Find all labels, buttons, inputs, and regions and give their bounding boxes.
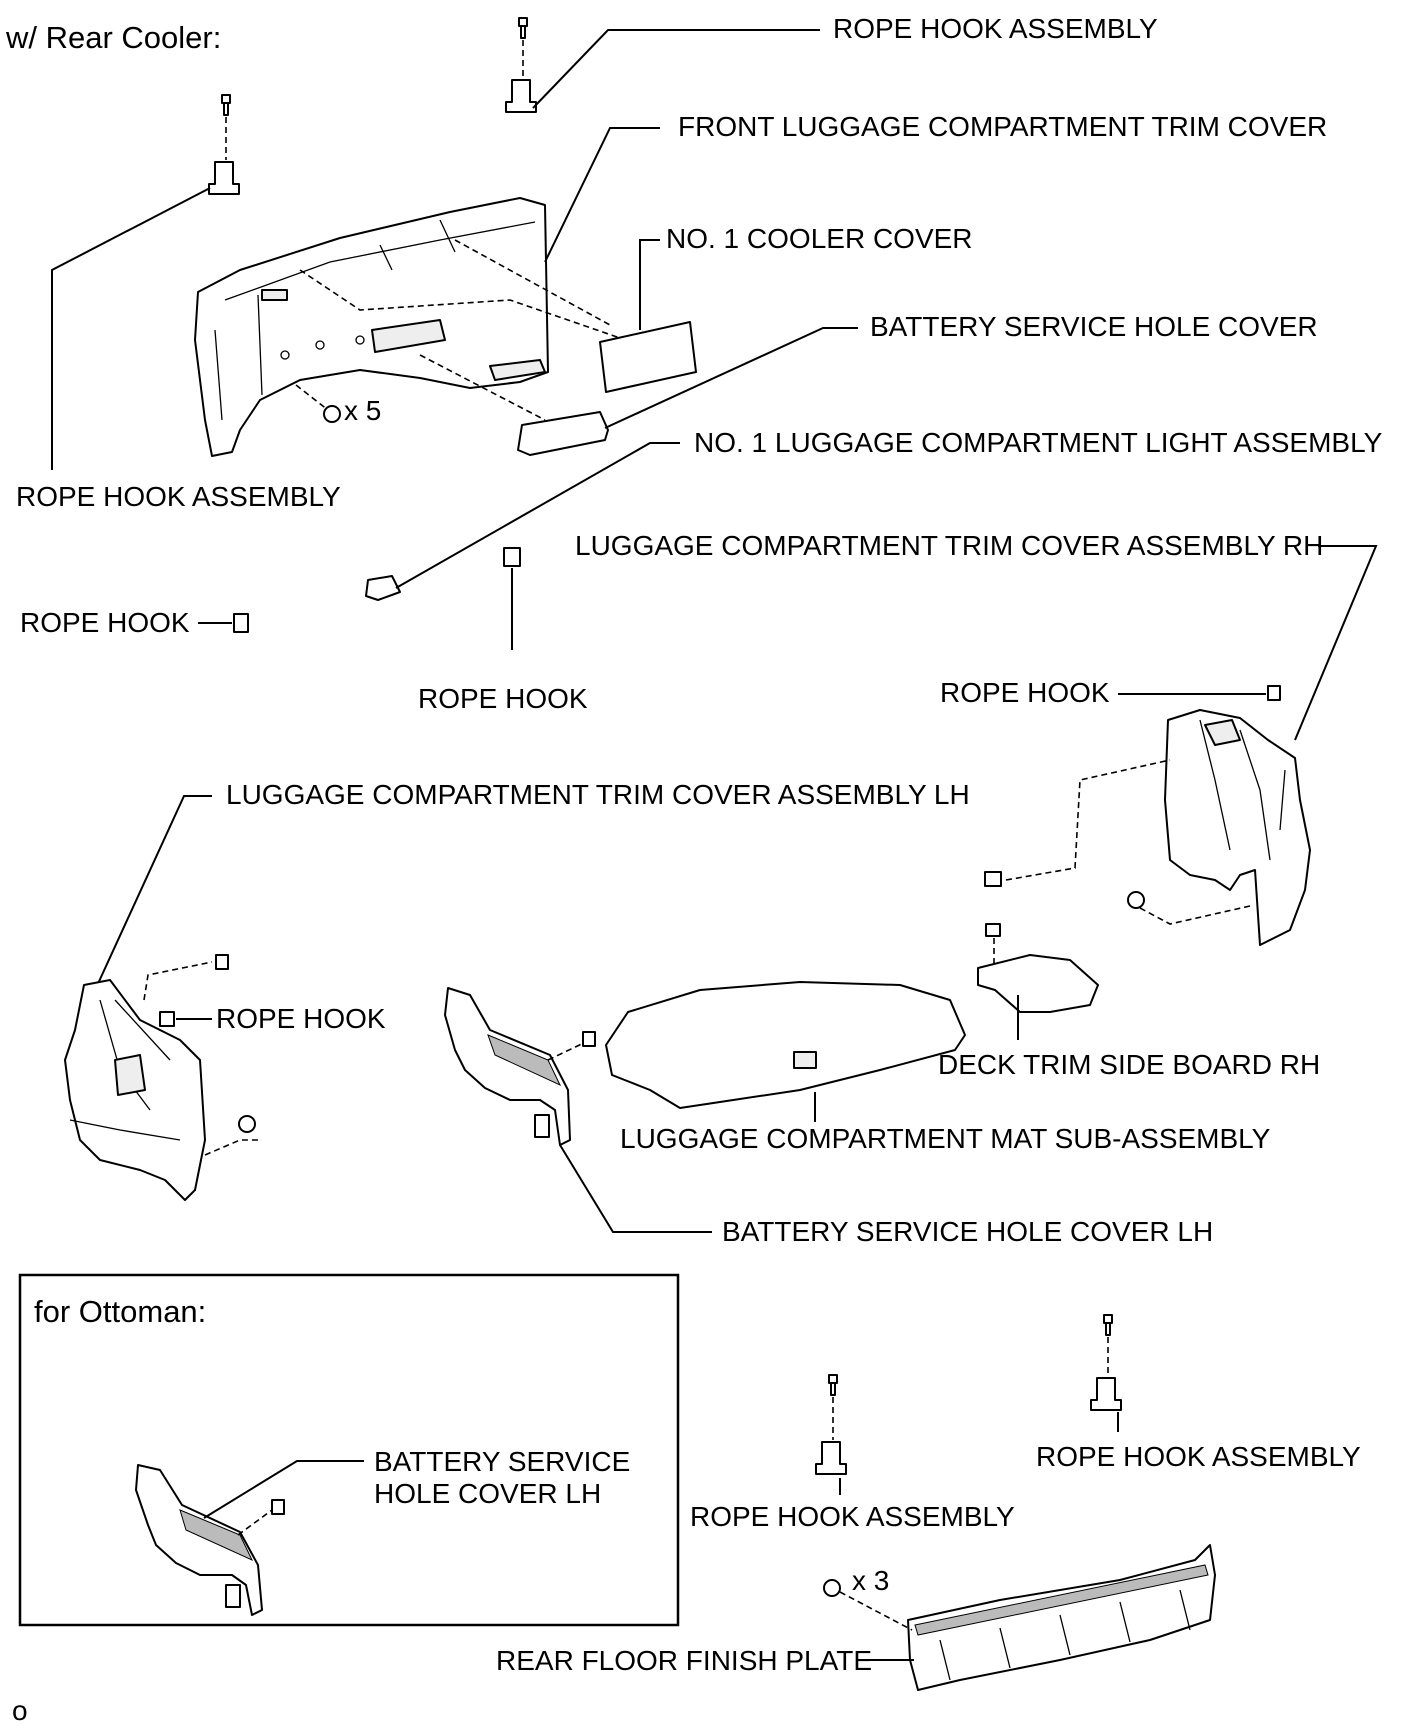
battery-service-hole-cover-part: [517, 411, 609, 456]
label-front-trim-cover: FRONT LUGGAGE COMPARTMENT TRIM COVER: [678, 111, 1327, 142]
callout-line-rope-hook-assembly-top: [532, 29, 820, 109]
label-rope-hook-assembly-bottom-right: ROPE HOOK ASSEMBLY: [1036, 1441, 1361, 1472]
callout-line-ottoman-battery-cover: [203, 1460, 364, 1519]
page-marker: o: [12, 1695, 28, 1726]
rope-hook-right-part: [1267, 685, 1281, 701]
rope-hook-assembly-left-part: [208, 94, 240, 195]
trim-cover-rh-part: [1164, 709, 1311, 946]
callout-line-rope-hook-assembly-left: [51, 187, 211, 470]
qty-label-x3: x 3: [852, 1565, 889, 1596]
ottoman-battery-cover-lh-part: [135, 1464, 285, 1616]
label-trim-cover-rh: LUGGAGE COMPARTMENT TRIM COVER ASSEMBLY …: [575, 530, 1323, 561]
label-rope-hook-assembly-top: ROPE HOOK ASSEMBLY: [833, 13, 1158, 44]
callout-line-luggage-light: [395, 442, 680, 589]
callout-line-trim-cover-lh: [95, 795, 212, 989]
trim-cover-lh-part: [64, 979, 206, 1201]
trim-cover-rh-screws: [984, 759, 1251, 925]
ottoman-heading: for Ottoman:: [34, 1294, 206, 1329]
trim-clip-x5: [295, 384, 341, 423]
rope-hook-assembly-bottom-right-part: [1090, 1314, 1122, 1411]
rear-cooler-heading: w/ Rear Cooler:: [5, 20, 221, 55]
callout-line-trim-cover-rh: [1294, 545, 1378, 741]
trim-cover-lh-screws: [143, 954, 262, 1156]
label-rope-hook-assembly-left: ROPE HOOK ASSEMBLY: [16, 481, 341, 512]
battery-cover-lh-part: [444, 987, 571, 1146]
callout-line-battery-service-hole-cover: [604, 327, 858, 429]
label-trim-cover-lh: LUGGAGE COMPARTMENT TRIM COVER ASSEMBLY …: [226, 779, 970, 810]
callout-line-no1-cooler-cover: [639, 239, 660, 330]
rope-hook-lh-part: [159, 1011, 175, 1027]
callout-line-front-trim-cover: [544, 127, 660, 263]
ottoman-inset-box: [18, 1273, 680, 1627]
label-deck-trim-side-board: DECK TRIM SIDE BOARD RH: [938, 1049, 1320, 1080]
no1-cooler-cover-part: [599, 321, 697, 393]
label-rope-hook-left: ROPE HOOK: [20, 607, 190, 638]
rope-hook-assembly-bottom-mid-part: [815, 1374, 847, 1475]
label-battery-service-hole-cover: BATTERY SERVICE HOLE COVER: [870, 311, 1318, 342]
label-rope-hook-right: ROPE HOOK: [940, 677, 1110, 708]
battery-cover-lh-screw-line: [547, 1039, 591, 1061]
finish-plate-clip-x3: [823, 1579, 913, 1631]
label-rope-hook-lh: ROPE HOOK: [216, 1003, 386, 1034]
label-ottoman-battery-cover-2: HOLE COVER LH: [374, 1478, 601, 1509]
qty-label-x5: x 5: [344, 395, 381, 426]
label-rope-hook-assembly-bottom-mid: ROPE HOOK ASSEMBLY: [690, 1501, 1015, 1532]
rear-floor-finish-plate-part: [907, 1544, 1216, 1691]
battery-cover-lh-screw: [582, 1031, 596, 1047]
rope-hook-left-part: [233, 613, 249, 633]
label-luggage-light: NO. 1 LUGGAGE COMPARTMENT LIGHT ASSEMBLY: [694, 427, 1383, 458]
rope-hook-center-part: [503, 547, 521, 567]
label-rope-hook-center: ROPE HOOK: [418, 683, 588, 714]
label-ottoman-battery-cover-1: BATTERY SERVICE: [374, 1446, 630, 1477]
label-rear-floor-finish-plate: REAR FLOOR FINISH PLATE: [496, 1645, 872, 1676]
label-no1-cooler-cover: NO. 1 COOLER COVER: [666, 223, 973, 254]
luggage-light-part: [365, 575, 401, 601]
front-luggage-trim-cover-part: [194, 197, 621, 457]
callout-line-battery-cover-lh: [559, 1144, 712, 1233]
label-mat-sub-assembly: LUGGAGE COMPARTMENT MAT SUB-ASSEMBLY: [620, 1123, 1271, 1154]
luggage-mat-part: [605, 981, 966, 1109]
rope-hook-assembly-top-part: [505, 17, 537, 113]
deck-trim-side-board-part: [977, 923, 1099, 1013]
label-battery-cover-lh: BATTERY SERVICE HOLE COVER LH: [722, 1216, 1213, 1247]
